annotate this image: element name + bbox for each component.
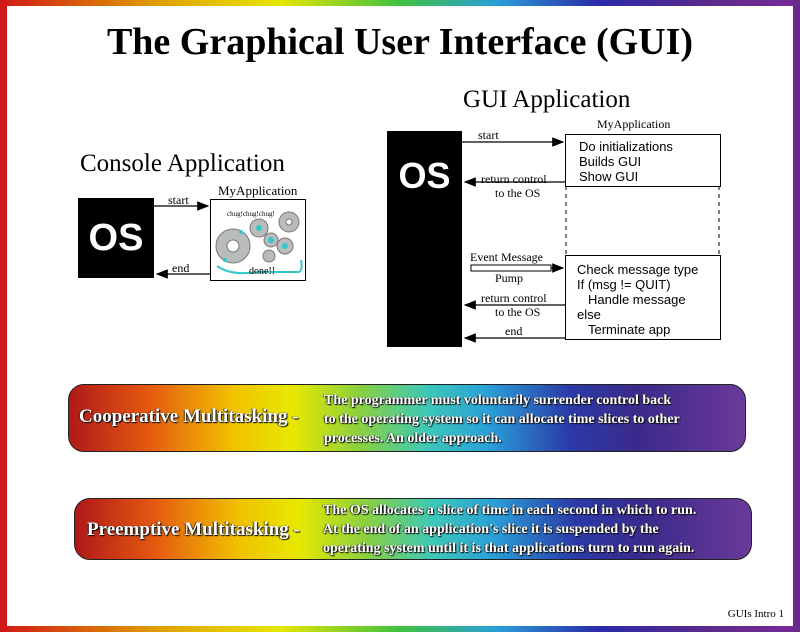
cooperative-body: The programmer must voluntarily surrende… [324, 391, 742, 448]
chug-text: chug!chug!chug! [227, 210, 275, 218]
console-app-box: chug!chug!chug! done!! [210, 199, 306, 281]
console-heading: Console Application [80, 150, 285, 177]
preemptive-body: The OS allocates a slice of time in each… [323, 501, 747, 558]
preemptive-line: operating system until it is that applic… [323, 541, 695, 556]
gui-start-label: start [478, 128, 499, 142]
cooperative-lead: Cooperative Multitasking - [79, 406, 299, 427]
preemptive-lead: Preemptive Multitasking - [87, 519, 300, 540]
loop-line: Handle message [588, 292, 686, 307]
cooperative-line: The programmer must voluntarily surrende… [324, 393, 672, 408]
preemptive-line: At the end of an application's slice it … [323, 522, 659, 537]
event-message-label: Event Message [470, 250, 543, 264]
slide-footer: GUIs Intro 1 [727, 608, 784, 620]
cooperative-line: processes. An older approach. [324, 431, 502, 446]
pump-label: Pump [495, 271, 524, 285]
console-start-label: start [168, 193, 189, 207]
gui-os-box: OS [387, 131, 462, 347]
message-loop-box: Check message type If (msg != QUIT) Hand… [565, 255, 721, 340]
console-app-label: MyApplication [218, 183, 298, 198]
gui-return2-label: return control [481, 291, 547, 305]
console-end-label: end [172, 261, 190, 275]
preemptive-line: The OS allocates a slice of time in each… [323, 503, 697, 518]
loop-line: Terminate app [588, 322, 671, 337]
event-pump-shaft [470, 264, 552, 272]
loop-line: else [577, 307, 601, 322]
cooperative-line: to the operating system so it can alloca… [324, 412, 680, 427]
preemptive-banner: Preemptive Multitasking - The OS allocat… [74, 498, 752, 560]
rainbow-frame-top [0, 0, 800, 6]
gui-os-label: OS [398, 155, 451, 196]
page-title: The Graphical User Interface (GUI) [106, 21, 694, 63]
init-line: Show GUI [579, 169, 639, 184]
gui-heading: GUI Application [463, 86, 631, 113]
console-os-box: OS [78, 198, 154, 278]
rainbow-frame-bottom [0, 626, 800, 632]
done-text: done!! [249, 266, 276, 277]
gui-app-label: MyApplication [597, 117, 671, 131]
gui-return2-label: to the OS [495, 305, 541, 319]
init-line: Builds GUI [579, 154, 642, 169]
rainbow-frame-right [793, 0, 800, 632]
gui-return-label: to the OS [495, 186, 541, 200]
console-os-label: OS [88, 216, 144, 259]
rainbow-frame-left [0, 0, 7, 632]
init-box: Do initializations Builds GUI Show GUI [565, 134, 721, 187]
init-line: Do initializations [579, 139, 673, 154]
cooperative-banner: Cooperative Multitasking - The programme… [68, 384, 746, 452]
loop-line: If (msg != QUIT) [577, 277, 671, 292]
gears-image [215, 211, 303, 275]
gui-end-label: end [505, 324, 523, 338]
loop-line: Check message type [577, 262, 699, 277]
